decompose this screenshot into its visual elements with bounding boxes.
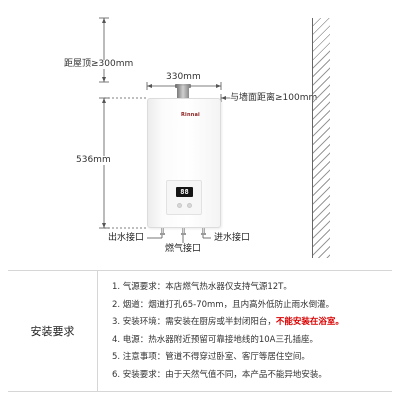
requirement-item-6: 6. 安装要求：由于天然气值不同，本产品不能异地安装。 [112, 369, 327, 380]
panel-button-right [187, 203, 192, 208]
flue-pipe [177, 86, 189, 99]
water-out-label: 出水接口 [108, 233, 145, 243]
requirements-list: 1. 气源要求：本店燃气热水器仅支持气源12T。 2. 烟道：烟道打孔65-70… [112, 279, 390, 385]
warning-text: 不能安装在浴室。 [275, 317, 344, 328]
requirements-title: 安装要求 [8, 271, 98, 391]
requirement-item-1: 1. 气源要求：本店燃气热水器仅支持气源12T。 [112, 282, 292, 292]
gas-pipe [182, 228, 185, 235]
wall-distance-label: 与墙面距离≥100mm [230, 93, 318, 103]
control-panel: 88 [166, 180, 202, 215]
gas-pipe-cap [181, 233, 186, 235]
brand-logo: Rinnai [181, 112, 200, 118]
installation-requirements: 安装要求 1. 气源要求：本店燃气热水器仅支持气源12T。 2. 烟道：烟道打孔… [8, 270, 392, 392]
requirement-item-3: 3. 安装环境：需安装在厨房或半封闭阳台，不能安装在浴室。 [112, 317, 344, 328]
temperature-display: 88 [176, 187, 193, 197]
height-label: 536mm [76, 155, 111, 165]
ceiling-distance-label: 距屋顶≥300mm [64, 59, 134, 69]
width-label: 330mm [166, 72, 201, 82]
installation-diagram: 距屋顶≥300mm 330mm 536mm 与墙面距离≥100mm Rinnai… [64, 17, 330, 258]
water-out-pipe-cap [160, 233, 165, 235]
water-in-label: 进水接口 [214, 233, 251, 243]
water-heater: Rinnai 88 [147, 98, 221, 228]
water-out-pipe [161, 228, 164, 235]
gas-label: 燃气接口 [165, 244, 202, 254]
requirement-item-4: 4. 电源：热水器附近预留可靠接地线的10A三孔插座。 [112, 334, 318, 345]
water-in-pipe [202, 228, 205, 235]
requirement-item-2: 2. 烟道：烟道打孔65-70mm，且内高外低防止雨水倒灌。 [112, 299, 335, 310]
panel-button-left [177, 203, 182, 208]
wall [312, 18, 330, 258]
water-in-pipe-cap [201, 233, 206, 235]
requirement-item-5: 5. 注意事项：管道不得穿过卧室、客厅等居住空间。 [112, 352, 310, 363]
